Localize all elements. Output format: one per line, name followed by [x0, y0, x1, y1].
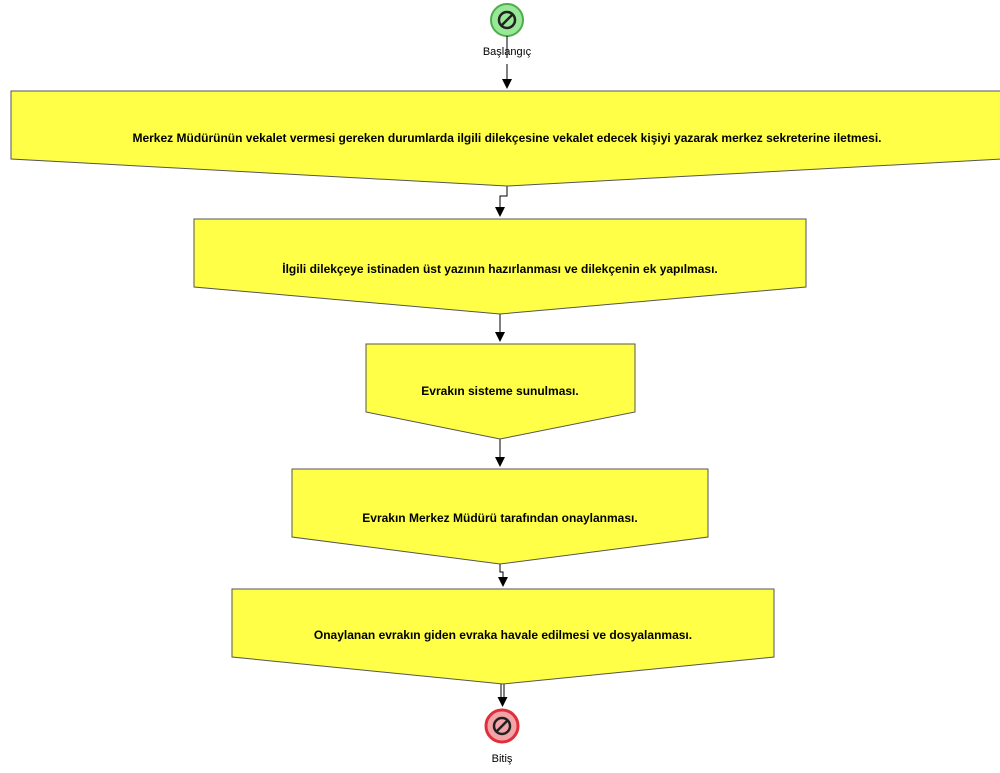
- process-step-1-label: Merkez Müdürünün vekalet vermesi gereken…: [132, 131, 881, 145]
- process-step-1-shape: [10, 90, 1000, 187]
- end-event-label: Bitiş: [492, 753, 513, 765]
- process-step-3[interactable]: Evrakın sisteme sunulması.: [365, 343, 636, 440]
- process-step-4-label: Evrakın Merkez Müdürü tarafından onaylan…: [362, 511, 637, 525]
- no-entry-icon: [492, 716, 512, 736]
- process-step-2-shape: [193, 218, 807, 315]
- connector-step-4-to-step-5: [498, 564, 508, 587]
- process-step-5[interactable]: Onaylanan evrakın giden evraka havale ed…: [231, 588, 775, 685]
- process-step-5-shape: [231, 588, 775, 685]
- end-event[interactable]: Bitiş: [484, 708, 520, 765]
- process-step-2-label: İlgili dilekçeye istinaden üst yazının h…: [282, 261, 718, 276]
- process-step-2[interactable]: İlgili dilekçeye istinaden üst yazının h…: [193, 218, 807, 315]
- no-entry-icon: [497, 10, 517, 30]
- connector-step-1-to-step-2: [495, 186, 508, 217]
- process-step-3-label: Evrakın sisteme sunulması.: [421, 384, 578, 398]
- process-step-1[interactable]: Merkez Müdürünün vekalet vermesi gereken…: [10, 90, 1000, 187]
- process-step-4[interactable]: Evrakın Merkez Müdürü tarafından onaylan…: [291, 468, 709, 565]
- process-step-5-label: Onaylanan evrakın giden evraka havale ed…: [314, 628, 692, 642]
- process-step-4-shape: [291, 468, 709, 565]
- connector-step-5-to-end: [501, 684, 504, 706]
- process-step-3-shape: [365, 343, 636, 440]
